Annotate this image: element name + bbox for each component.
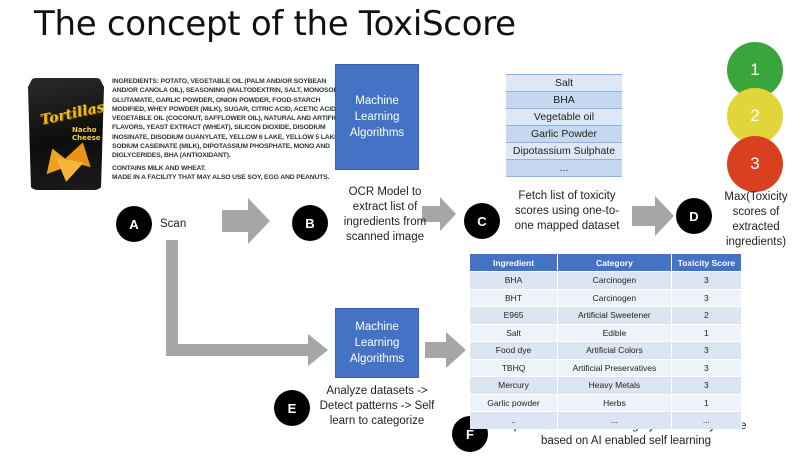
table-cell: Food dye xyxy=(470,341,559,359)
list-item: Dipotassium Sulphate xyxy=(506,143,622,160)
table-cell: E965 xyxy=(470,306,559,324)
step-d-line: Max(Toxicity xyxy=(724,191,788,203)
bag-flavor-label: Nacho Cheese xyxy=(72,126,101,142)
arrow-ml-to-table xyxy=(425,332,466,368)
table-cell: 1 xyxy=(671,323,743,342)
list-item: Vegetable oil xyxy=(506,109,622,126)
table-cell: Herbs xyxy=(557,393,672,412)
step-f-line: based on AI enabled self learning xyxy=(540,435,712,447)
page-title: The concept of the ToxiScore xyxy=(34,4,516,44)
table-cell: 1 xyxy=(671,393,743,412)
ml-algorithms-box-bottom: Machine Learning Algorithms xyxy=(335,308,419,378)
step-c-text: Fetch list of toxicity scores using one-… xyxy=(500,189,634,234)
list-item: Garlic Powder xyxy=(506,126,622,143)
ingredients-paragraph: INGREDIENTS: POTATO, VEGETABLE OIL (PALM… xyxy=(112,78,351,160)
step-b-line: scanned image xyxy=(346,231,424,243)
ml-algorithms-box-top: Machine Learning Algorithms xyxy=(335,64,419,170)
table-cell: 3 xyxy=(671,341,743,359)
step-e-line: Detect patterns -> Self xyxy=(319,400,435,412)
step-b-badge: B xyxy=(292,205,328,241)
step-e-text: Analyze datasets -> Detect patterns -> S… xyxy=(310,384,444,429)
list-item: ... xyxy=(506,160,622,177)
table-cell: Artificial Preservatives xyxy=(557,358,672,377)
table-cell: Carcinogen xyxy=(557,271,672,289)
table-cell: 2 xyxy=(671,306,743,324)
step-e-line: learn to categorize xyxy=(329,415,425,427)
table-cell: ... xyxy=(557,411,672,429)
table-cell: BHA xyxy=(470,271,559,289)
step-a-text: Scan xyxy=(160,218,187,230)
allergen-line: CONTAINS MILK AND WHEAT. xyxy=(112,164,206,172)
score-circle-3: 3 xyxy=(727,136,783,192)
table-cell: Salt xyxy=(470,323,559,342)
table-cell: Artificial Colors xyxy=(557,341,672,359)
table-cell: Carcinogen xyxy=(557,288,672,307)
table-cell: Mercury xyxy=(470,376,559,394)
ml-label: Machine Learning Algorithms xyxy=(349,321,405,365)
arrow-b-to-c xyxy=(422,197,456,231)
table-cell: .. xyxy=(470,411,559,429)
step-b-text: OCR Model to extract list of ingredients… xyxy=(330,185,440,245)
table-header: Toxicity Score xyxy=(671,254,743,272)
table-cell: Heavy Metals xyxy=(557,376,672,394)
allergen-line: MADE IN A FACILITY THAT MAY ALSO USE SOY… xyxy=(112,173,330,181)
step-e-badge: E xyxy=(274,390,310,426)
table-cell: TBHQ xyxy=(470,358,559,377)
step-d-badge: D xyxy=(676,198,712,234)
list-item: Salt xyxy=(506,75,622,92)
ml-label: Machine Learning Algorithms xyxy=(349,95,405,139)
table-cell: BHT xyxy=(470,288,559,307)
step-b-line: ingredients from xyxy=(343,216,427,228)
table-cell: 3 xyxy=(671,358,743,377)
step-b-line: OCR Model to xyxy=(348,186,422,198)
table-header: Category xyxy=(557,254,672,272)
table-header: Ingredient xyxy=(470,254,559,272)
arrow-a-to-b xyxy=(222,198,270,244)
arrow-scan-to-ml xyxy=(166,240,328,366)
table-cell: 3 xyxy=(671,271,743,289)
table-header-row: Ingredient Category Toxicity Score xyxy=(470,254,743,272)
step-d-line: scores of xyxy=(732,206,780,218)
step-d-text: Max(Toxicity scores of extracted ingredi… xyxy=(712,190,800,250)
table-cell: Artificial Sweetener xyxy=(557,306,672,324)
table-row: ........ xyxy=(470,411,743,429)
step-c-line: scores using one-to- xyxy=(514,205,620,217)
table-cell: 3 xyxy=(671,376,743,394)
list-item: BHA xyxy=(506,92,622,109)
step-d-line: extracted xyxy=(732,221,780,233)
product-bag-image: Tortillas Nacho Cheese xyxy=(28,78,104,190)
step-e-line: Analyze datasets -> xyxy=(326,385,428,397)
step-b-line: extract list of xyxy=(352,201,418,213)
table-cell: ... xyxy=(671,411,743,429)
step-c-line: Fetch list of toxicity xyxy=(518,190,616,202)
step-d-line: ingredients) xyxy=(725,236,787,248)
step-c-badge: C xyxy=(464,203,500,239)
ingredients-label: INGREDIENTS: POTATO, VEGETABLE OIL (PALM… xyxy=(112,77,352,182)
score-circle-2: 2 xyxy=(727,88,783,144)
extracted-ingredients-list: Salt BHA Vegetable oil Garlic Powder Dip… xyxy=(506,74,622,177)
step-a-badge: A xyxy=(116,206,152,242)
table-cell: Edible xyxy=(557,323,672,342)
step-c-line: one mapped dataset xyxy=(514,220,620,232)
arrow-c-to-d xyxy=(632,196,674,236)
table-cell: Garlic powder xyxy=(470,393,559,412)
table-cell: 3 xyxy=(671,288,743,307)
